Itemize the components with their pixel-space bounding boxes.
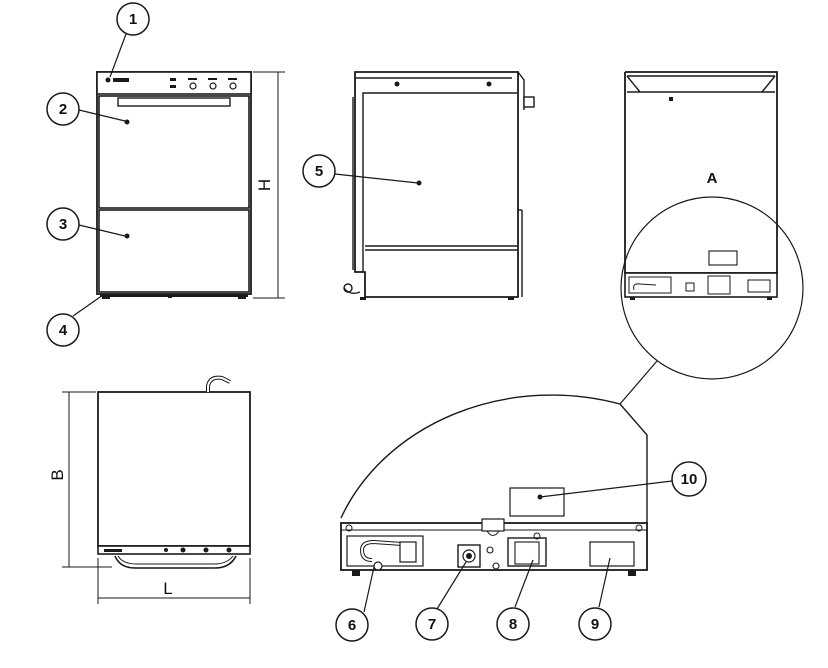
callout-6: 6: [348, 617, 356, 634]
callout-1: 1: [129, 11, 137, 28]
detail-label-a: A: [707, 170, 718, 187]
callout-leaders: [72, 33, 673, 613]
door: [98, 95, 250, 209]
front-view: [96, 71, 252, 299]
lower-panel: [98, 209, 250, 293]
callout-5: 5: [315, 163, 323, 180]
control-panel: [96, 71, 252, 95]
detail-circle-a: [620, 196, 804, 380]
dimension-width-label: L: [163, 579, 172, 598]
callout-3: 3: [59, 216, 67, 233]
callout-circle: [46, 92, 80, 126]
callout-circle: [116, 2, 150, 36]
dimension-depth-label: B: [48, 469, 67, 480]
callout-circle: [335, 608, 369, 642]
dimension-height-label: H: [255, 179, 274, 191]
side-view: [343, 71, 535, 300]
label-plate: [589, 541, 635, 567]
callout-circle: [496, 607, 530, 641]
callout-8: 8: [509, 616, 517, 633]
water-outlet-stub: [523, 96, 535, 108]
door-handle-top: [114, 555, 237, 569]
callout-circle: [46, 313, 80, 347]
callout-circle: [671, 461, 707, 497]
top-view: [97, 375, 251, 569]
data-plate: [509, 487, 565, 517]
dimension-height: H: [253, 71, 285, 299]
callout-4: 4: [59, 322, 68, 339]
dimension-depth: B: [48, 391, 112, 568]
callout-7: 7: [428, 616, 436, 633]
callout-circle: [46, 207, 80, 241]
callout-2: 2: [59, 101, 67, 118]
foot: [102, 294, 110, 299]
callout-circle: [302, 154, 336, 188]
detail-a-enlarged-view: [340, 394, 648, 576]
foot: [238, 294, 246, 299]
power-cable-outlet: [507, 537, 547, 567]
callout-circle: [415, 607, 449, 641]
callout-circle: [578, 607, 612, 641]
door-handle: [117, 97, 231, 107]
callout-10: 10: [681, 471, 698, 488]
rear-view: [624, 71, 778, 300]
detail-connector: [619, 360, 658, 405]
callouts: 1 2 3 4 5 6 7 8 9 10: [46, 2, 707, 642]
callout-9: 9: [591, 616, 599, 633]
dimension-width: L: [97, 558, 251, 604]
